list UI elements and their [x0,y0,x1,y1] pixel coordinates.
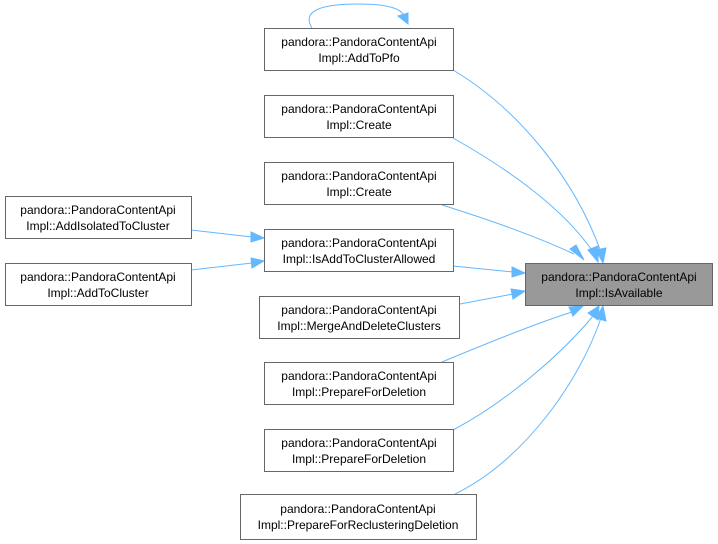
edge-prepare-for-reclustering-deletion-to-is-available [454,317,602,495]
node-prepare-for-deletion-1-line1: pandora::PandoraContentApi [281,369,436,383]
node-prepare-for-deletion-2[interactable]: pandora::PandoraContentApi Impl::Prepare… [264,429,454,472]
edge-add-to-cluster-to-is-add-to-cluster-allowed [190,262,253,271]
node-create-2-line2: Impl::Create [326,185,392,199]
node-add-isolated-to-cluster-line2: Impl::AddIsolatedToCluster [26,219,169,233]
arrowhead-merge-and-delete-clusters [510,288,527,300]
edge-create-1-to-is-available [452,137,594,253]
arrowhead-prepare-for-deletion-1 [568,305,585,317]
node-add-isolated-to-cluster-line1: pandora::PandoraContentApi [20,203,175,217]
node-prepare-for-reclustering-deletion-line1: pandora::PandoraContentApi [280,502,435,516]
edge-add-to-pfo-to-is-available [452,69,602,253]
node-create-2-line1: pandora::PandoraContentApi [281,169,436,183]
edges-layer [190,3,607,495]
arrowhead-self-loop [396,12,409,26]
arrowhead-add-to-cluster [250,257,266,269]
node-is-add-to-cluster-allowed[interactable]: pandora::PandoraContentApi Impl::IsAddTo… [264,229,454,272]
edge-add-isolated-to-cluster-to-is-add-to-cluster-allowed [190,229,253,238]
node-is-add-to-cluster-allowed-line1: pandora::PandoraContentApi [281,236,436,250]
node-is-available-line2: Impl::IsAvailable [575,286,662,300]
node-is-add-to-cluster-allowed-line2: Impl::IsAddToClusterAllowed [283,252,436,266]
node-prepare-for-reclustering-deletion[interactable]: pandora::PandoraContentApi Impl::Prepare… [240,494,477,540]
nodes-layer: pandora::PandoraContentApi Impl::AddToPf… [5,28,713,540]
node-merge-and-delete-clusters-line1: pandora::PandoraContentApi [281,303,436,317]
node-add-isolated-to-cluster[interactable]: pandora::PandoraContentApi Impl::AddIsol… [5,196,192,239]
edge-merge-and-delete-clusters-to-is-available [459,293,514,305]
arrowhead-prepare-for-reclustering-deletion [595,304,607,322]
arrowhead-create-2 [569,244,585,261]
node-add-to-pfo-line2: Impl::AddToPfo [318,51,400,65]
node-create-1[interactable]: pandora::PandoraContentApi Impl::Create [264,95,454,138]
edge-create-2-to-is-available [441,204,575,255]
node-create-1-line2: Impl::Create [326,118,392,132]
node-prepare-for-deletion-1[interactable]: pandora::PandoraContentApi Impl::Prepare… [264,362,454,405]
edge-add-to-pfo-self-loop [308,3,405,29]
node-is-available-line1: pandora::PandoraContentApi [541,270,696,284]
arrowhead-add-isolated-to-cluster [250,231,266,243]
node-add-to-cluster[interactable]: pandora::PandoraContentApi Impl::AddToCl… [5,263,192,306]
node-add-to-pfo-line1: pandora::PandoraContentApi [281,35,436,49]
node-add-to-cluster-line2: Impl::AddToCluster [47,286,148,300]
node-add-to-pfo[interactable]: pandora::PandoraContentApi Impl::AddToPf… [264,28,454,71]
node-prepare-for-reclustering-deletion-line2: Impl::PrepareForReclusteringDeletion [258,518,459,532]
node-merge-and-delete-clusters-line2: Impl::MergeAndDeleteClusters [277,319,440,333]
node-prepare-for-deletion-1-line2: Impl::PrepareForDeletion [292,385,426,399]
node-is-available[interactable]: pandora::PandoraContentApi Impl::IsAvail… [525,263,713,306]
node-prepare-for-deletion-2-line2: Impl::PrepareForDeletion [292,452,426,466]
node-prepare-for-deletion-2-line1: pandora::PandoraContentApi [281,436,436,450]
arrowhead-create-1 [587,245,599,264]
edge-is-add-to-cluster-allowed-to-is-available [452,265,514,273]
edge-prepare-for-deletion-1-to-is-available [441,311,573,363]
arrowhead-is-add-to-cluster-allowed [511,266,527,278]
node-create-1-line1: pandora::PandoraContentApi [281,102,436,116]
node-create-2[interactable]: pandora::PandoraContentApi Impl::Create [264,162,454,205]
edge-prepare-for-deletion-2-to-is-available [452,315,594,431]
node-merge-and-delete-clusters[interactable]: pandora::PandoraContentApi Impl::MergeAn… [259,296,460,339]
node-add-to-cluster-line1: pandora::PandoraContentApi [20,270,175,284]
